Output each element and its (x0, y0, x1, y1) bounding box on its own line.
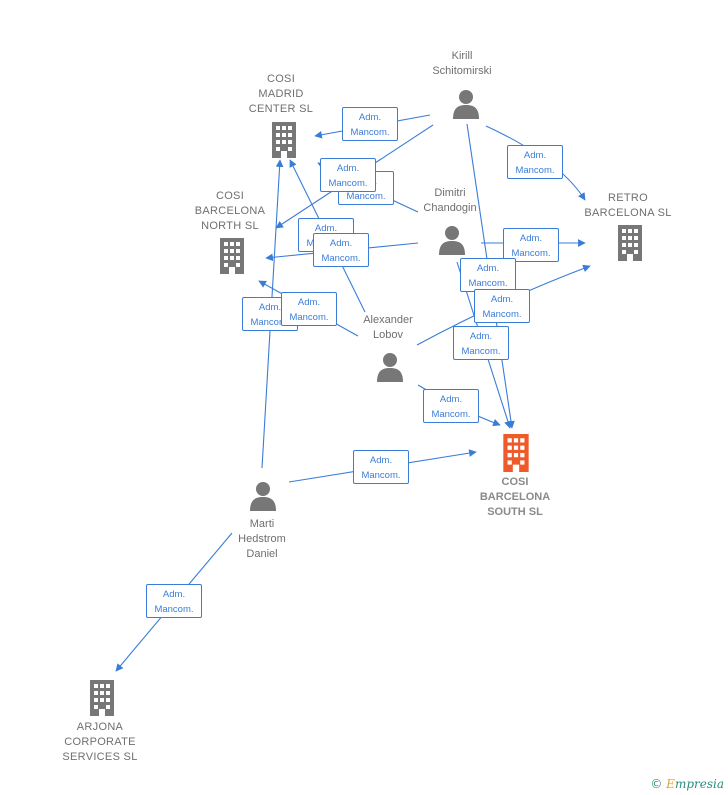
edge-label-dimitri-north: Adm. Mancom. (313, 233, 369, 267)
edge-label-alexander-south: Adm. Mancom. (423, 389, 479, 423)
edge-label-kirill-madrid: Adm. Mancom. (342, 107, 398, 141)
edge-label-marti-arjona: Adm. Mancom. (146, 584, 202, 618)
person-icon-dimitri (439, 226, 465, 255)
node-label-cosi-madrid: COSI MADRID CENTER SL (248, 73, 314, 115)
person-icon-marti (250, 482, 276, 511)
person-icon-kirill (453, 90, 479, 119)
edge-label-kirill-retro: Adm. Mancom. (507, 145, 563, 179)
node-label-marti: Marti Hedstrom Daniel (238, 518, 286, 560)
building-icon-cosi-barcelona-south (503, 434, 529, 472)
edge-label-marti-south: Adm. Mancom. (353, 450, 409, 484)
edge-label-kirill-south: Adm. Mancom. (460, 258, 516, 292)
building-icon-cosi-barcelona-north (220, 238, 244, 274)
edge-label-dimitri-retro: Adm. Mancom. (503, 228, 559, 262)
building-icon-arjona (90, 680, 114, 716)
node-label-dimitri: Dimitri Chandogin (423, 187, 477, 214)
edge-label-alexander-north: Adm. Mancom. (281, 292, 337, 326)
node-label-arjona: ARJONA CORPORATE SERVICES SL (62, 721, 138, 763)
brand-initial: E (666, 777, 675, 791)
node-label-cosi-barcelona-north: COSI BARCELONA NORTH SL (194, 190, 266, 232)
edge-label-dimitri-south: Adm. Mancom. (453, 326, 509, 360)
edge-label-alexander-retro: Adm. Mancom. (474, 289, 530, 323)
person-icon-alexander (377, 353, 403, 382)
building-icon-retro-barcelona (618, 225, 642, 261)
copyright-icon: © (650, 777, 663, 791)
edge-label-kirill-north: Adm. Mancom. (320, 158, 376, 192)
node-label-alexander: Alexander Lobov (363, 314, 413, 341)
node-label-kirill: Kirill Schitomirski (432, 50, 492, 77)
empresia-watermark: © Empresia (650, 777, 724, 791)
building-icon-cosi-madrid (272, 122, 296, 158)
brand-name: mpresia (674, 777, 724, 791)
node-label-cosi-south: COSI BARCELONA SOUTH SL (479, 476, 551, 518)
node-label-retro: RETRO BARCELONA SL (584, 192, 672, 219)
